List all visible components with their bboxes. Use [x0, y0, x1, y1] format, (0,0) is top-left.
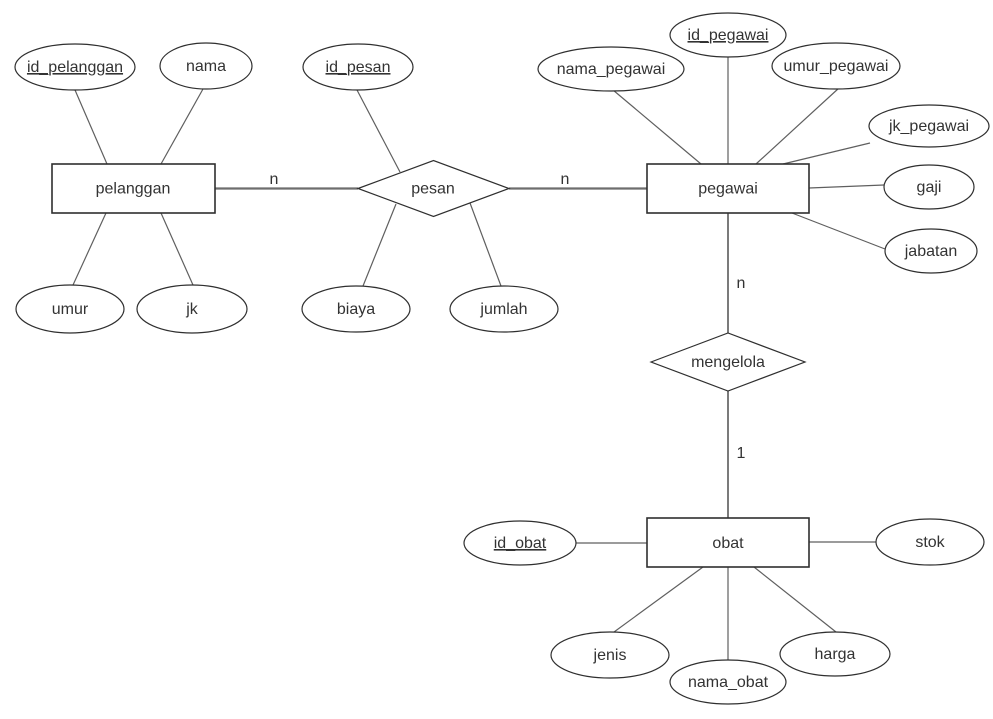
- connector-pegawai-umur_pegawai: [755, 87, 840, 165]
- attribute-jabatan: jabatan: [884, 228, 978, 274]
- attribute-id_pegawai: id_pegawai: [669, 12, 787, 58]
- entity-box-pelanggan: [51, 163, 216, 214]
- entity-label-pegawai: pegawai: [698, 181, 758, 198]
- attribute-label-id_pelanggan: id_pelanggan: [27, 59, 123, 76]
- attribute-umur: umur: [15, 284, 125, 334]
- attribute-harga: harga: [779, 631, 891, 677]
- attribute-label-harga: harga: [815, 646, 856, 663]
- cardinality-pesan-pegawai: n: [561, 171, 570, 188]
- attribute-ellipse-id_pesan: [302, 43, 414, 91]
- entity-label-pelanggan: pelanggan: [96, 181, 171, 198]
- attribute-label-umur: umur: [52, 301, 89, 318]
- cardinality-pelanggan-pesan: n: [270, 171, 279, 188]
- connector-obat-harga: [753, 566, 837, 633]
- connector-lines: [72, 57, 886, 660]
- attribute-ellipse-biaya: [301, 285, 411, 333]
- attribute-ellipse-nama_pegawai: [537, 46, 685, 92]
- relationship-diamond-mengelola: [649, 332, 807, 392]
- attribute-label-id_pegawai: id_pegawai: [688, 27, 769, 44]
- attribute-label-stok: stok: [915, 534, 945, 551]
- attribute-label-gaji: gaji: [917, 179, 942, 196]
- attribute-label-biaya: biaya: [337, 301, 375, 318]
- attribute-ellipse-id_pegawai: [669, 12, 787, 58]
- attribute-ellipse-jabatan: [884, 228, 978, 274]
- entity-label-obat: obat: [712, 535, 744, 552]
- relationship-diamond-pesan: [356, 159, 511, 218]
- attribute-label-nama_obat: nama_obat: [688, 674, 769, 691]
- relationship-pesan: pesan: [356, 159, 511, 218]
- attribute-jumlah: jumlah: [449, 285, 559, 333]
- attribute-label-nama_pegawai: nama_pegawai: [557, 61, 666, 78]
- attribute-ellipse-jk_pegawai: [868, 104, 990, 148]
- relationship-label-pesan: pesan: [411, 181, 455, 198]
- attribute-nama: nama: [159, 42, 253, 90]
- attribute-ellipse-nama_obat: [669, 659, 787, 705]
- attribute-ellipse-umur: [15, 284, 125, 334]
- attribute-ellipse-umur_pegawai: [771, 42, 901, 90]
- attribute-id_pesan: id_pesan: [302, 43, 414, 91]
- attribute-nama_pegawai: nama_pegawai: [537, 46, 685, 92]
- attribute-label-jumlah: jumlah: [479, 301, 527, 318]
- connector-pesan-jumlah: [469, 202, 502, 287]
- attribute-label-jenis: jenis: [593, 647, 627, 664]
- cardinality-pegawai-mengelola: n: [737, 275, 746, 292]
- connector-obat-jenis: [613, 566, 704, 633]
- attribute-id_pelanggan: id_pelanggan: [14, 43, 136, 91]
- cardinality-mengelola-obat: 1: [737, 445, 746, 462]
- attribute-label-nama: nama: [186, 58, 226, 75]
- connector-pegawai-jk_pegawai: [782, 142, 871, 165]
- attribute-ellipse-id_pelanggan: [14, 43, 136, 91]
- attribute-jenis: jenis: [550, 631, 670, 679]
- connector-pelanggan-umur: [72, 212, 107, 286]
- attribute-umur_pegawai: umur_pegawai: [771, 42, 901, 90]
- attribute-ellipse-gaji: [883, 164, 975, 210]
- attribute-ellipse-jk: [136, 284, 248, 334]
- attribute-nama_obat: nama_obat: [669, 659, 787, 705]
- attribute-id_obat: id_obat: [463, 520, 577, 566]
- attribute-label-id_pesan: id_pesan: [326, 59, 391, 76]
- cardinality-labels: n n n 1: [270, 171, 746, 462]
- connector-pesan-biaya: [362, 203, 397, 287]
- entity-box-pegawai: [646, 163, 810, 214]
- attribute-ellipse-id_obat: [463, 520, 577, 566]
- relationship-label-mengelola: mengelola: [691, 354, 765, 371]
- relationship-mengelola: mengelola: [649, 332, 807, 392]
- attribute-jk: jk: [136, 284, 248, 334]
- attribute-gaji: gaji: [883, 164, 975, 210]
- connector-pesan-id_pesan: [356, 89, 401, 173]
- attribute-stok: stok: [875, 518, 985, 566]
- attribute-ellipse-stok: [875, 518, 985, 566]
- entity-pelanggan: pelanggan: [51, 163, 216, 214]
- entity-obat: obat: [646, 517, 810, 568]
- attribute-ellipse-jumlah: [449, 285, 559, 333]
- connector-pegawai-jabatan: [791, 212, 886, 250]
- entity-box-obat: [646, 517, 810, 568]
- attribute-label-jabatan: jabatan: [904, 243, 958, 260]
- attribute-label-jk: jk: [185, 301, 199, 318]
- attribute-label-umur_pegawai: umur_pegawai: [784, 58, 889, 75]
- attribute-ellipse-jenis: [550, 631, 670, 679]
- attribute-biaya: biaya: [301, 285, 411, 333]
- connector-pelanggan-nama: [160, 88, 204, 165]
- attribute-ellipse-nama: [159, 42, 253, 90]
- attribute-label-jk_pegawai: jk_pegawai: [888, 118, 969, 135]
- attribute-jk_pegawai: jk_pegawai: [868, 104, 990, 148]
- connector-pelanggan-id_pelanggan: [74, 89, 108, 165]
- attribute-label-id_obat: id_obat: [494, 535, 547, 552]
- connector-pelanggan-jk: [160, 212, 194, 286]
- connector-pegawai-gaji: [808, 184, 885, 189]
- connector-pegawai-nama_pegawai: [612, 89, 702, 165]
- attribute-ellipse-harga: [779, 631, 891, 677]
- entity-pegawai: pegawai: [646, 163, 810, 214]
